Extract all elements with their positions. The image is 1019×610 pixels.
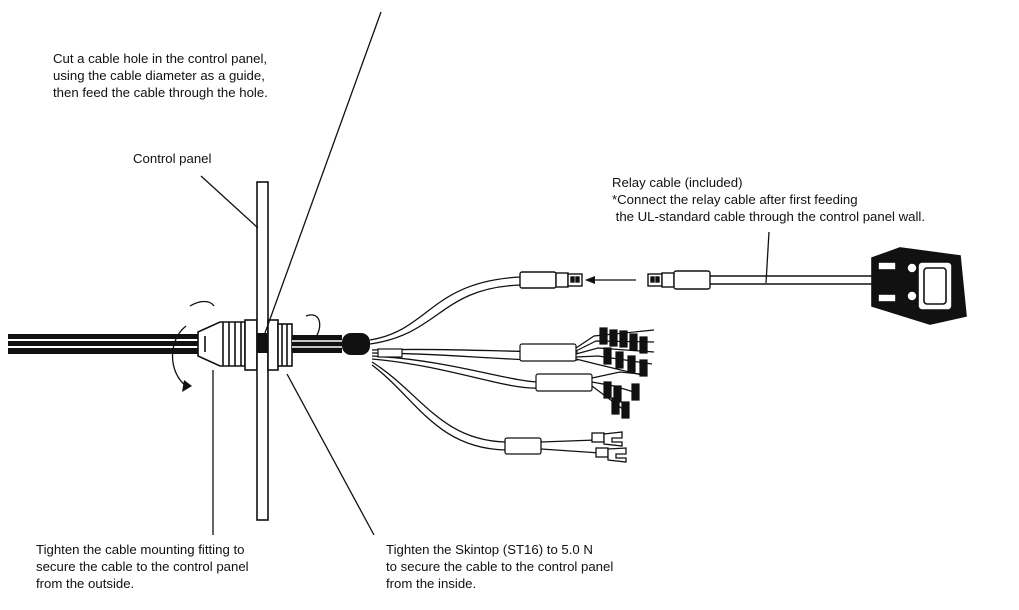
mounting-fitting-line-2: secure the cable to the control panel bbox=[36, 559, 249, 574]
leader-cut-hole bbox=[264, 11, 382, 334]
rotation-arrowhead-outside bbox=[182, 380, 192, 392]
leader-skintop bbox=[286, 373, 375, 536]
skintop-line-3: from the inside. bbox=[386, 576, 477, 591]
cut-hole-line-3: then feed the cable through the hole. bbox=[53, 85, 268, 100]
terminal-bundle-upper bbox=[519, 327, 655, 377]
terminal-bundle-lower bbox=[535, 371, 641, 419]
cut-hole-line-2: using the cable diameter as a guide, bbox=[53, 68, 265, 83]
main-cable-inside bbox=[292, 333, 370, 355]
branch-wires bbox=[369, 276, 579, 451]
skintop-line-2: to secure the cable to the control panel bbox=[386, 559, 614, 574]
cable-through-panel bbox=[257, 333, 268, 353]
leader-lines bbox=[200, 11, 770, 536]
control-panel-label: Control panel bbox=[133, 150, 211, 167]
leader-control-panel bbox=[200, 175, 259, 229]
relay-cable bbox=[647, 270, 872, 290]
relay-cable-line-2: *Connect the relay cable after first fee… bbox=[612, 192, 858, 207]
cable-mounting-fitting bbox=[197, 319, 258, 371]
mounting-fitting-line-1: Tighten the cable mounting fitting to bbox=[36, 542, 245, 557]
skintop-instruction: Tighten the Skintop (ST16) to 5.0 N to s… bbox=[386, 541, 613, 592]
mounting-fitting-line-3: from the outside. bbox=[36, 576, 135, 591]
skintop-line-1: Tighten the Skintop (ST16) to 5.0 N bbox=[386, 542, 593, 557]
main-cable-outside bbox=[8, 334, 208, 354]
relay-cable-line-3: the UL-standard cable through the contro… bbox=[612, 209, 926, 224]
rotation-arrow-outside bbox=[172, 300, 215, 387]
mounting-fitting-instruction: Tighten the cable mounting fitting to se… bbox=[36, 541, 249, 592]
relay-cable-line-1: Relay cable (included) bbox=[612, 175, 743, 190]
fork-terminals bbox=[504, 431, 627, 463]
leader-relay-cable bbox=[765, 231, 770, 284]
relay-cable-note: Relay cable (included) *Connect the rela… bbox=[612, 174, 925, 225]
skintop-nut bbox=[267, 319, 293, 371]
small-sleeve bbox=[377, 348, 403, 358]
upper-connector bbox=[519, 271, 583, 289]
d-sub-connector bbox=[871, 247, 967, 325]
cut-hole-instruction: Cut a cable hole in the control panel, u… bbox=[53, 50, 268, 101]
cut-hole-line-1: Cut a cable hole in the control panel, bbox=[53, 51, 268, 66]
control-panel-label-text: Control panel bbox=[133, 151, 212, 166]
